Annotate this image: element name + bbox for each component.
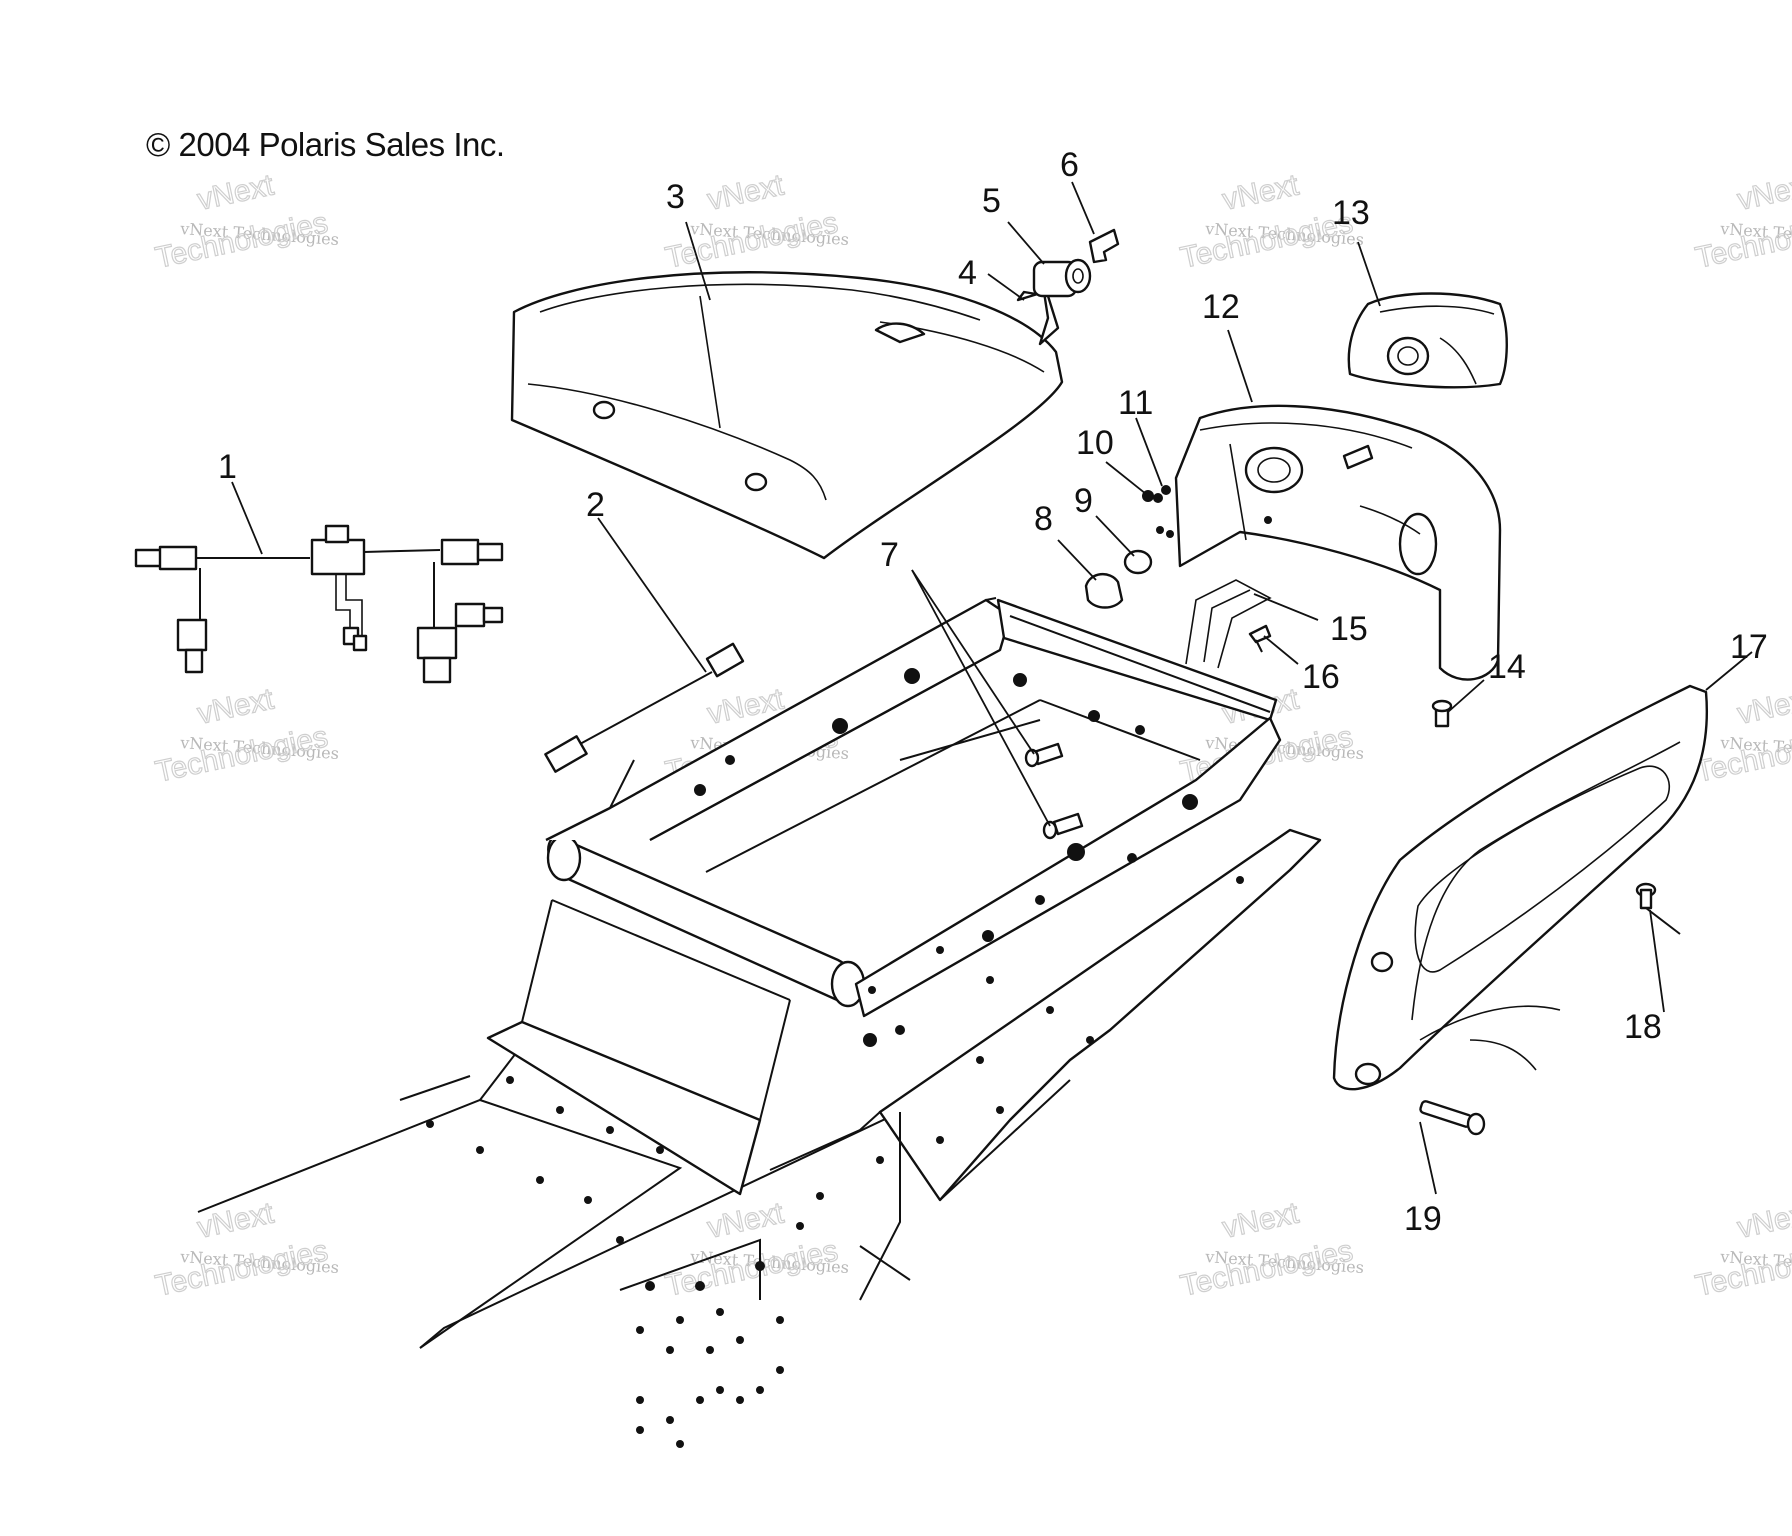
callout-19[interactable]: 19 <box>1404 1200 1442 1238</box>
watermark-vnext: vNext <box>195 168 278 216</box>
watermark-technologies: Technologies <box>663 1234 841 1303</box>
callout-13[interactable]: 13 <box>1332 194 1370 232</box>
callout-17[interactable]: 17 <box>1730 628 1768 666</box>
part-14-screw[interactable] <box>1431 699 1453 728</box>
part-2-cable[interactable] <box>544 642 745 773</box>
callout-3[interactable]: 3 <box>666 178 685 216</box>
callout-10[interactable]: 10 <box>1076 424 1114 462</box>
watermark-vnext: vNext <box>195 1196 278 1244</box>
callout-16[interactable]: 16 <box>1302 658 1340 696</box>
part-13-light-lens[interactable] <box>1347 292 1508 389</box>
part-16-screw[interactable] <box>1248 624 1272 653</box>
callout-6[interactable]: 6 <box>1060 146 1079 184</box>
chassis-frame <box>197 597 1322 1448</box>
watermark-technologies: Technologies <box>1178 206 1356 275</box>
watermark-technologies: Technologies <box>153 1234 331 1303</box>
callout-8[interactable]: 8 <box>1034 500 1053 538</box>
watermark-technologies: Technologies <box>663 206 841 275</box>
callout-9[interactable]: 9 <box>1074 482 1093 520</box>
callout-7[interactable]: 7 <box>880 536 899 574</box>
watermark-vnext: vNext <box>1735 168 1792 216</box>
part-10-nut[interactable] <box>1142 490 1163 503</box>
part-6-key[interactable] <box>1088 228 1120 264</box>
callout-11[interactable]: 11 <box>1118 384 1153 422</box>
leader-lines <box>231 181 1753 1195</box>
part-18-push-pin[interactable] <box>1635 882 1681 935</box>
part-3-cover[interactable] <box>510 271 1064 560</box>
callout-1[interactable]: 1 <box>218 448 237 486</box>
callout-labels: 1 2 3 4 5 6 7 8 9 10 11 12 13 14 15 16 1… <box>218 146 1768 1238</box>
callout-12[interactable]: 12 <box>1202 288 1240 326</box>
part-8-bulb-socket[interactable] <box>1084 573 1124 609</box>
callout-15[interactable]: 15 <box>1330 610 1368 648</box>
watermark-vnext: vNext <box>1220 168 1303 216</box>
callout-5[interactable]: 5 <box>982 182 1001 220</box>
watermark-vnext: vNext <box>705 1196 788 1244</box>
watermark-vnext: vNext <box>1735 1196 1792 1244</box>
part-5-lock-cylinder[interactable] <box>1032 258 1092 298</box>
part-17-side-panel[interactable] <box>1332 684 1708 1091</box>
callout-14[interactable]: 14 <box>1488 648 1526 686</box>
watermark-vnext: vNext <box>1735 682 1792 730</box>
part-11-nut[interactable] <box>1156 485 1174 538</box>
part-12-tail-housing[interactable] <box>1174 404 1502 681</box>
callout-4[interactable]: 4 <box>958 254 977 292</box>
watermark-vnext: vNext <box>195 682 278 730</box>
callout-18[interactable]: 18 <box>1624 1008 1662 1046</box>
watermark-vnext: vNext <box>705 168 788 216</box>
part-7-screw[interactable] <box>1024 742 1084 840</box>
part-9-bulb[interactable] <box>1123 549 1153 575</box>
part-1-wiring-harness[interactable] <box>134 524 504 684</box>
callout-2[interactable]: 2 <box>586 486 605 524</box>
copyright-text: © 2004 Polaris Sales Inc. <box>146 126 505 163</box>
watermark-vnext: vNext <box>1220 1196 1303 1244</box>
watermark-technologies: Technologies <box>1178 1234 1356 1303</box>
watermark-technologies: Technologies <box>153 206 331 275</box>
part-15-bracket[interactable] <box>1185 579 1272 669</box>
watermark-technologies: Technologies <box>153 720 331 789</box>
part-19-rivet[interactable] <box>1419 1100 1486 1136</box>
